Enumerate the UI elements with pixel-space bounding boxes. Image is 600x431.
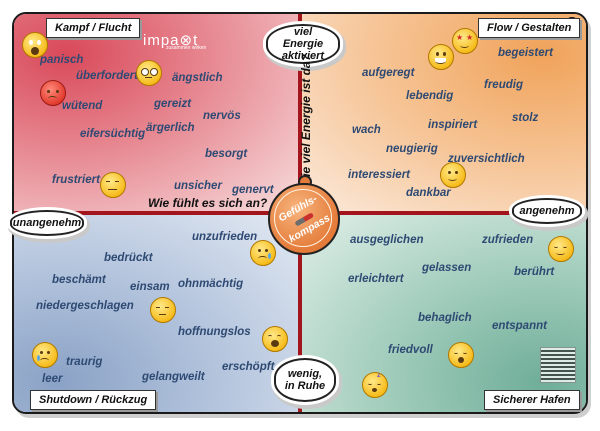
title-flow: Flow / Gestalten: [478, 18, 581, 38]
pole-unpleasant: unangenehm: [10, 210, 84, 236]
emotion-word: überfordert: [76, 70, 138, 82]
emotion-word: bedrückt: [104, 252, 153, 264]
title-fight-flight: Kampf / Flucht: [46, 18, 141, 38]
sleeping-face-icon: z: [362, 372, 388, 398]
emotion-word: unzufrieden: [192, 231, 258, 243]
pole-pleasant: angenehm: [512, 198, 582, 224]
emotion-word: leer: [42, 373, 63, 385]
emotion-word: interessiert: [348, 169, 411, 181]
emotion-word: inspiriert: [428, 119, 478, 131]
emotion-word: behaglich: [418, 312, 472, 324]
emotion-word: erschöpft: [222, 361, 275, 373]
title-shutdown: Shutdown / Rückzug: [30, 390, 157, 410]
pole-high-energy-text: viel Energie aktiviert: [281, 25, 325, 63]
quadrant-safe-harbor: [300, 213, 586, 412]
emotion-word: niedergeschlagen: [36, 300, 134, 312]
brand-tagline: zusammen wirken: [166, 45, 207, 51]
emotion-word: frustriert: [52, 174, 100, 186]
smiling-face-icon: [440, 162, 466, 188]
pole-high-energy: viel Energie aktiviert: [266, 24, 340, 64]
emotion-word: gelangweilt: [142, 371, 205, 383]
qr-code-icon: [540, 347, 576, 383]
emotion-word: ängstlich: [172, 72, 223, 84]
weary-face-icon: [262, 326, 288, 352]
emotion-word: ohnmächtig: [178, 278, 244, 290]
emotion-word: entspannt: [492, 320, 547, 332]
crying-face-icon: [32, 342, 58, 368]
emotion-word: einsam: [130, 281, 170, 293]
emotion-word: begeistert: [498, 47, 553, 59]
emotion-word: besorgt: [205, 148, 248, 160]
axis-hint-feeling: Wie fühlt es sich an?: [148, 196, 268, 210]
emotion-word: ärgerlich: [146, 122, 195, 134]
pole-pleasant-text: angenehm: [519, 204, 575, 217]
shocked-face-icon: [136, 60, 162, 86]
emotion-word: wütend: [62, 100, 103, 112]
emotion-word: wach: [352, 124, 381, 136]
grinning-face-icon: [428, 44, 454, 70]
emotion-word: aufgeregt: [362, 67, 415, 79]
emotion-word: genervt: [232, 184, 274, 196]
emotion-word: stolz: [512, 112, 539, 124]
emotion-word: eifersüchtig: [80, 128, 146, 140]
brand-logo: impa⊗t: [143, 32, 199, 49]
star-struck-face-icon: ★ ★: [452, 28, 478, 54]
screaming-face-icon: [22, 32, 48, 58]
emotion-word: beschämt: [52, 274, 106, 286]
relieved-face-icon: [548, 236, 574, 262]
emotion-word: traurig: [66, 356, 103, 368]
emotion-word: unsicher: [174, 180, 222, 192]
emotion-word: gereizt: [154, 98, 192, 110]
emotion-word: neugierig: [386, 143, 438, 155]
quadrant-fight-flight: [14, 14, 300, 213]
frustrated-face-icon: [100, 172, 126, 198]
emotion-word: dankbar: [406, 187, 451, 199]
compass-ring: [274, 189, 332, 247]
pole-low-energy: wenig, in Ruhe: [274, 358, 336, 402]
title-safe-harbor: Sicherer Hafen: [484, 390, 580, 410]
emotion-word: zuversichtlich: [448, 153, 525, 165]
emotion-word: zufrieden: [482, 234, 534, 246]
emotion-word: lebendig: [406, 90, 454, 102]
angry-face-icon: [40, 80, 66, 106]
axis-hint-energy: Wie viel Energie ist da?: [299, 54, 313, 188]
pole-unpleasant-text: unangenehm: [12, 216, 82, 229]
hushed-face-icon: [448, 342, 474, 368]
emotion-word: panisch: [40, 54, 84, 66]
emotion-compass: Gefühls- kompass: [268, 183, 340, 255]
emotion-word: friedvoll: [388, 344, 433, 356]
emotion-word: erleichtert: [348, 273, 404, 285]
emotion-word: berührt: [514, 266, 555, 278]
emotion-word: freudig: [484, 79, 523, 91]
emotion-word: gelassen: [422, 262, 472, 274]
emotion-word: hoffnungslos: [178, 326, 251, 338]
sad-tear-face-icon: [250, 240, 276, 266]
pensive-face-icon: [150, 297, 176, 323]
pole-low-energy-text: wenig, in Ruhe: [284, 367, 326, 392]
emotion-word: ausgeglichen: [350, 234, 424, 246]
emotion-word: nervös: [203, 110, 241, 122]
